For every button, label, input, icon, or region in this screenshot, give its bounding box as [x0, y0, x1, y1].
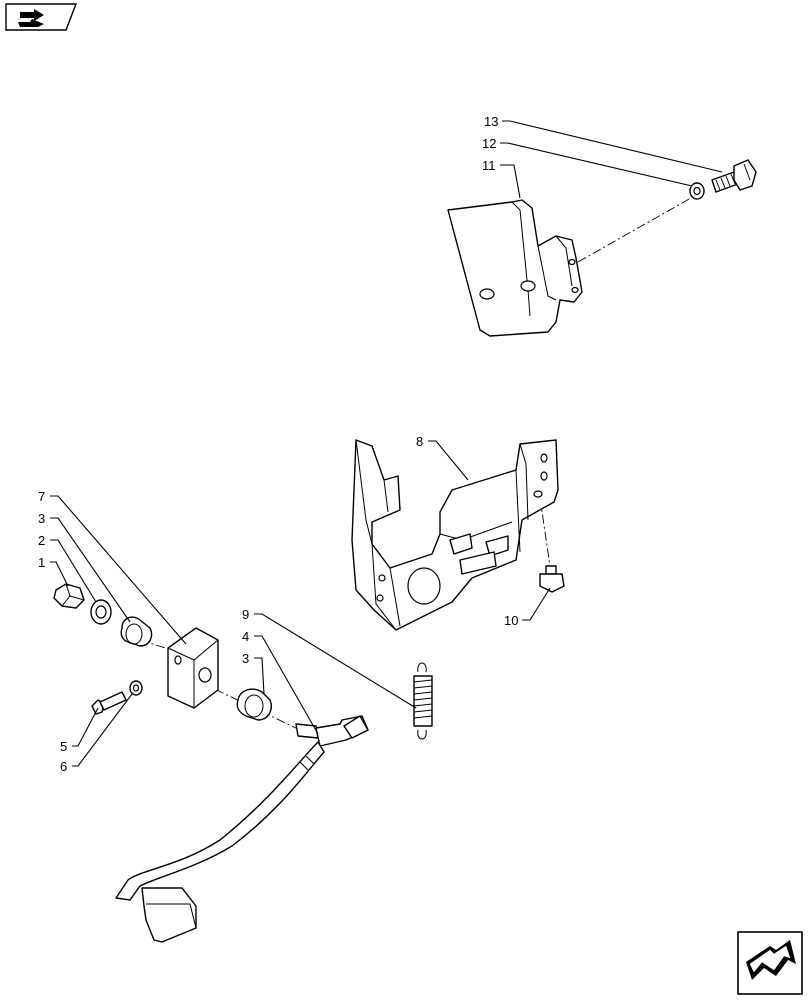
- callout-5: 5: [60, 739, 67, 754]
- washer-2: [90, 599, 112, 625]
- callout-7: 7: [38, 489, 45, 504]
- bolt-13: [711, 159, 757, 193]
- callout-9: 9: [242, 607, 249, 622]
- washer-12: [689, 182, 705, 200]
- callout-11: 11: [482, 158, 496, 173]
- centerline-upper: [577, 193, 699, 263]
- callout-12: 12: [482, 136, 496, 151]
- callout-10: 10: [504, 613, 518, 628]
- pedal-lever: [115, 715, 369, 943]
- callout-4: 4: [242, 629, 249, 644]
- pivot-block: [167, 627, 219, 709]
- callout-3-left: 3: [38, 511, 45, 526]
- callout-8: 8: [416, 434, 423, 449]
- spring-9: [413, 662, 433, 740]
- book-arrow-icon[interactable]: [5, 3, 78, 31]
- main-bracket: [351, 439, 559, 631]
- callout-3-right: 3: [242, 651, 249, 666]
- callout-1: 1: [38, 555, 45, 570]
- callout-2: 2: [38, 533, 45, 548]
- callout-13: 13: [484, 114, 498, 129]
- centerline-right: [539, 497, 551, 567]
- bushing-3-left: [120, 616, 153, 647]
- nut-1: [53, 583, 85, 609]
- bolt-10: [539, 565, 565, 593]
- leader-lines: [50, 120, 723, 767]
- washer-6: [129, 680, 143, 696]
- callout-6: 6: [60, 759, 67, 774]
- bushing-3-right: [236, 688, 272, 721]
- upper-bracket: [447, 199, 583, 337]
- return-arrow-icon[interactable]: [737, 931, 803, 995]
